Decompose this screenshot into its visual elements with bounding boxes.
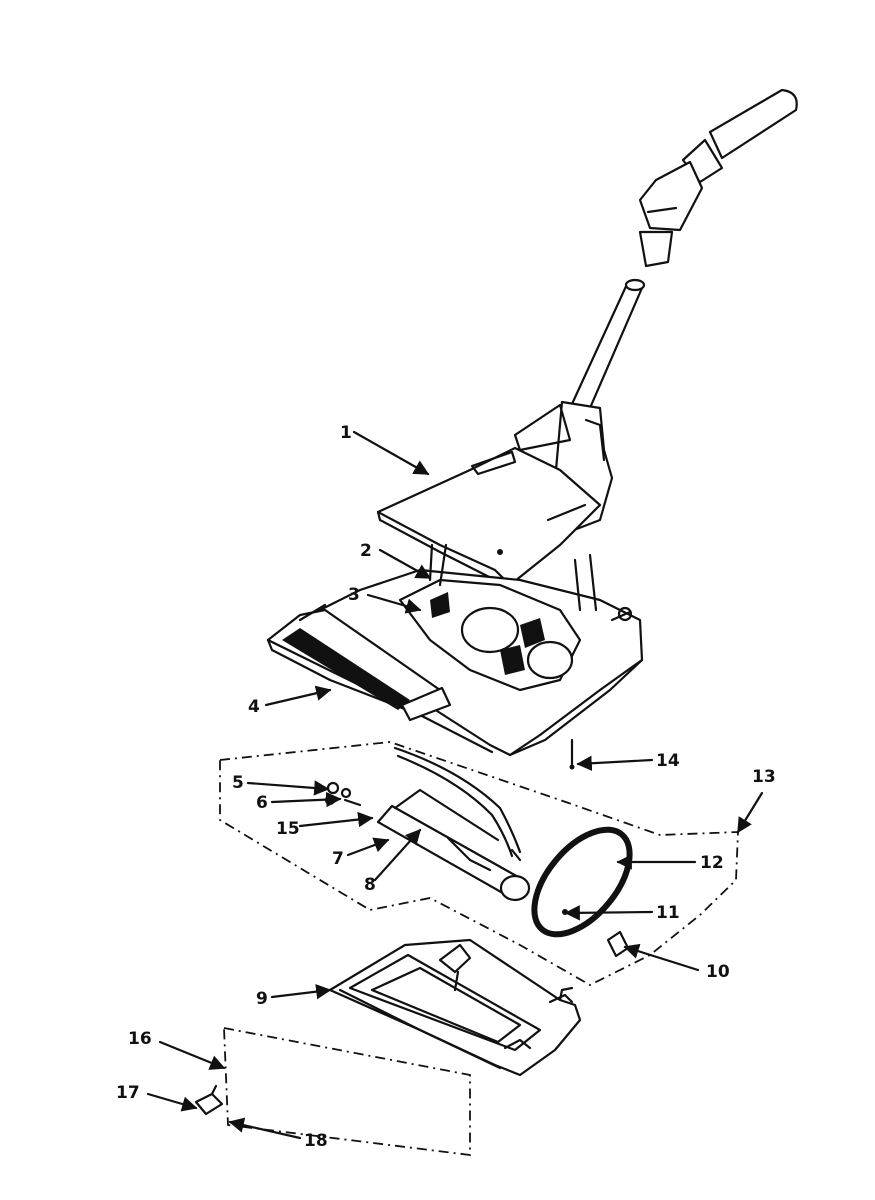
hood-cover (376, 403, 602, 587)
callout-5: 5 (232, 773, 244, 793)
callout-2: 2 (360, 541, 372, 561)
leader-lines (146, 430, 764, 1140)
callout-16: 16 (128, 1029, 152, 1049)
callout-14: 14 (656, 751, 680, 771)
callout-3: 3 (348, 585, 360, 605)
front-bumper (266, 603, 452, 722)
pedal-group-outline (223, 1026, 471, 1157)
callout-18: 18 (304, 1131, 328, 1151)
callout-labels: 1 2 3 4 5 6 15 7 8 9 10 11 12 13 14 16 1… (116, 423, 776, 1151)
pedal-part (194, 1084, 224, 1116)
brushroll-parts (324, 738, 633, 958)
callout-12: 12 (700, 853, 724, 873)
callout-9: 9 (256, 989, 268, 1009)
callout-7: 7 (332, 849, 344, 869)
callout-8: 8 (364, 875, 376, 895)
callout-11: 11 (656, 903, 680, 923)
callout-1: 1 (340, 423, 352, 443)
callout-10: 10 (706, 962, 730, 982)
base-housing (266, 543, 644, 757)
callout-6: 6 (256, 793, 268, 813)
callout-15: 15 (276, 819, 300, 839)
callout-13: 13 (752, 767, 776, 787)
callout-17: 17 (116, 1083, 140, 1103)
bottom-plate (328, 938, 582, 1077)
handle-assembly (554, 88, 798, 532)
brushroll-group-outline (219, 741, 739, 987)
callout-4: 4 (248, 697, 260, 717)
